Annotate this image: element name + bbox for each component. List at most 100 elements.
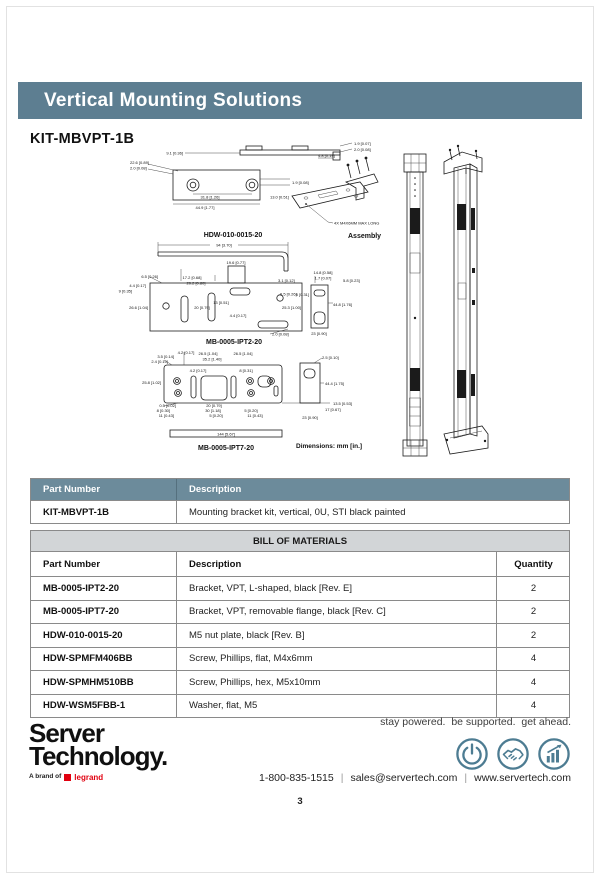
- part-table-header-row: Part Number Description: [31, 479, 569, 500]
- dim-label: 6.5 [0.26]: [280, 292, 297, 297]
- dim-label: 17 [0.67]: [325, 407, 341, 412]
- email-address: sales@servertech.com: [350, 772, 458, 784]
- bom-header-qty: Quantity: [496, 552, 570, 576]
- part-number-cell: HDW-010-0015-20: [43, 629, 123, 641]
- dim-label: 2.0 [0.08]: [130, 166, 147, 171]
- dim-label: 11 [0.43]: [247, 413, 262, 418]
- dim-label: 1.7 [0.07]: [315, 276, 332, 281]
- nut-plate-label: HDW-010-0015-20: [204, 232, 263, 239]
- dim-label: 20 [0.79]: [206, 403, 222, 408]
- bracket-front-view: 22.6 [0.89] 2.0 [0.08] 1.9 [0.08] 31.8 […: [130, 160, 309, 210]
- dim-label: 13 [0.51]: [213, 300, 229, 305]
- legrand-logo-icon: [64, 773, 72, 781]
- dim-label: 4.4 [0.17]: [230, 313, 247, 318]
- quantity-cell: 2: [496, 577, 570, 600]
- logo-line2: Technology.: [29, 741, 168, 772]
- table-row: MB-0005-IPT2-20 Bracket, VPT, L-shaped, …: [31, 576, 569, 600]
- dim-label: 2.4 [0.10]: [151, 359, 168, 364]
- page-border: [6, 6, 594, 873]
- dim-label: 8 [0.31]: [239, 368, 252, 373]
- dim-label: 4.4 [0.17]: [129, 283, 146, 288]
- assembly-label: Assembly: [348, 233, 381, 240]
- bom-header-desc: Description: [176, 552, 496, 576]
- part-table-header-part: Part Number: [31, 479, 176, 500]
- dim-label: 0.5 [0.02]: [159, 403, 176, 408]
- part-number-cell: HDW-SPMHM510BB: [43, 676, 134, 688]
- assembly-screw-note: 4X M4X6MM MAX LONG: [334, 221, 379, 226]
- dim-label: 3.5 [0.14]: [157, 354, 174, 359]
- quantity-cell: 2: [496, 600, 570, 623]
- dim-label: 25.8 [1.02]: [142, 380, 161, 385]
- dim-label: 20.2 [0.80]: [187, 281, 206, 286]
- table-row: HDW-SPMHM510BB Screw, Phillips, hex, M5x…: [31, 670, 569, 694]
- handshake-icon: [497, 738, 529, 770]
- bom-header-row: Part Number Description Quantity: [31, 552, 569, 576]
- ipt7-label: MB-0005-IPT7-20: [198, 445, 254, 452]
- ipt2-plate-view: 19.6 [0.77] 17.2 [0.68] 20.2 [0.80] 6.5 …: [119, 260, 303, 346]
- section-header-bar: Vertical Mounting Solutions: [18, 82, 582, 119]
- dim-label: 26.6 [1.04]: [129, 305, 148, 310]
- dim-label: 8 [0.30]: [157, 408, 170, 413]
- part-number-cell: HDW-SPMFM406BB: [43, 653, 133, 665]
- dim-label: 13.0 [0.51]: [270, 195, 289, 200]
- description-cell: Screw, Phillips, flat, M4x6mm: [176, 647, 496, 670]
- dim-label: 5.8 [0.23]: [343, 278, 360, 283]
- logo-line1: Server: [29, 718, 105, 748]
- dim-label: 30 [1.18]: [205, 408, 221, 413]
- power-icon: [456, 738, 488, 770]
- dim-label: 5 [0.20]: [244, 408, 257, 413]
- description-cell: Screw, Phillips, hex, M5x10mm: [176, 671, 496, 694]
- dim-label: 44.8 [1.76]: [333, 302, 352, 307]
- description-cell: Bracket, VPT, removable flange, black [R…: [176, 600, 496, 623]
- ipt2-label: MB-0005-IPT2-20: [206, 339, 262, 346]
- website-url: www.servertech.com: [474, 772, 571, 784]
- dim-label: 4.2 [0.17]: [190, 368, 207, 373]
- description-cell: Bracket, VPT, L-shaped, black [Rev. E]: [176, 577, 496, 600]
- technical-drawing: 1.9 [0.07] 2.0 [0.08] 9.1 [0.36] 4.8 [0.…: [119, 141, 489, 457]
- nut-plate-view: HDW-010-0015-20 94 [3.70]: [157, 232, 289, 272]
- bom-title-bar: BILL OF MATERIALS: [31, 531, 569, 552]
- dim-label: 11 [0.43]: [159, 413, 174, 418]
- dim-label: 44.9 [1.77]: [196, 205, 215, 210]
- dim-label: 31.8 [1.26]: [201, 195, 220, 200]
- part-number-table: Part Number Description KIT-MBVPT-1B Mou…: [30, 478, 570, 524]
- dim-label: 3.1 [0.12]: [278, 278, 295, 283]
- brand-tagline: stay powered. be supported. get ahead.: [380, 716, 571, 728]
- dim-label: 2.0 [0.08]: [354, 147, 371, 152]
- dim-label: 44.4 [1.75]: [325, 381, 344, 386]
- server-technology-logo: Server Technology. A brand of legrand: [29, 718, 168, 782]
- dim-label: 1.9 [0.08]: [292, 180, 309, 185]
- part-number-cell: KIT-MBVPT-1B: [43, 506, 109, 518]
- separator: |: [464, 772, 468, 784]
- table-row: HDW-WSM5FBB-1 Washer, flat, M5 4: [31, 693, 569, 717]
- contact-info-line: 1-800-835-1515|sales@servertech.com|www.…: [259, 772, 571, 784]
- dim-label: 6.5 [0.26]: [141, 274, 158, 279]
- dim-label: 26.5 [1.04]: [234, 351, 253, 356]
- table-row: HDW-010-0015-20 M5 nut plate, black [Rev…: [31, 623, 569, 647]
- quantity-cell: 4: [496, 671, 570, 694]
- dim-label: 8 [0.31]: [296, 292, 309, 297]
- bill-of-materials-table: BILL OF MATERIALS Part Number Descriptio…: [30, 530, 570, 718]
- ipt7-side-view: 2.5 [0.10] 44.4 [1.75] 23 [0.90]: [299, 355, 344, 420]
- dim-label: 26.5 [1.04]: [199, 351, 218, 356]
- quantity-cell: 2: [496, 624, 570, 647]
- dim-label: 94 [3.70]: [216, 243, 232, 248]
- growth-chart-icon: [538, 738, 570, 770]
- dim-label: 25.3 [1.00]: [282, 305, 301, 310]
- dim-label: 2.0 [0.08]: [272, 332, 289, 337]
- dim-label: 23 [0.90]: [311, 331, 327, 336]
- dim-label: 17.2 [0.68]: [183, 275, 202, 280]
- footer-icon-set: [455, 737, 571, 771]
- phone-number: 1-800-835-1515: [258, 772, 334, 784]
- dim-label: 9 [0.35]: [119, 289, 132, 294]
- legrand-name: legrand: [74, 772, 104, 782]
- table-row: HDW-SPMFM406BB Screw, Phillips, flat, M4…: [31, 646, 570, 670]
- quantity-cell: 4: [496, 647, 570, 670]
- table-row: KIT-MBVPT-1B Mounting bracket kit, verti…: [31, 500, 569, 523]
- dim-label: 23 [0.90]: [302, 415, 318, 420]
- bom-header-part: Part Number: [43, 558, 101, 570]
- ipt2-side-view: 14.8 [0.58] 1.7 [0.07] 5.8 [0.23] 8 [0.3…: [296, 270, 360, 336]
- part-table-header-desc: Description: [176, 479, 569, 500]
- page-number: 3: [297, 796, 303, 807]
- dim-label: 14.8 [0.58]: [314, 270, 333, 275]
